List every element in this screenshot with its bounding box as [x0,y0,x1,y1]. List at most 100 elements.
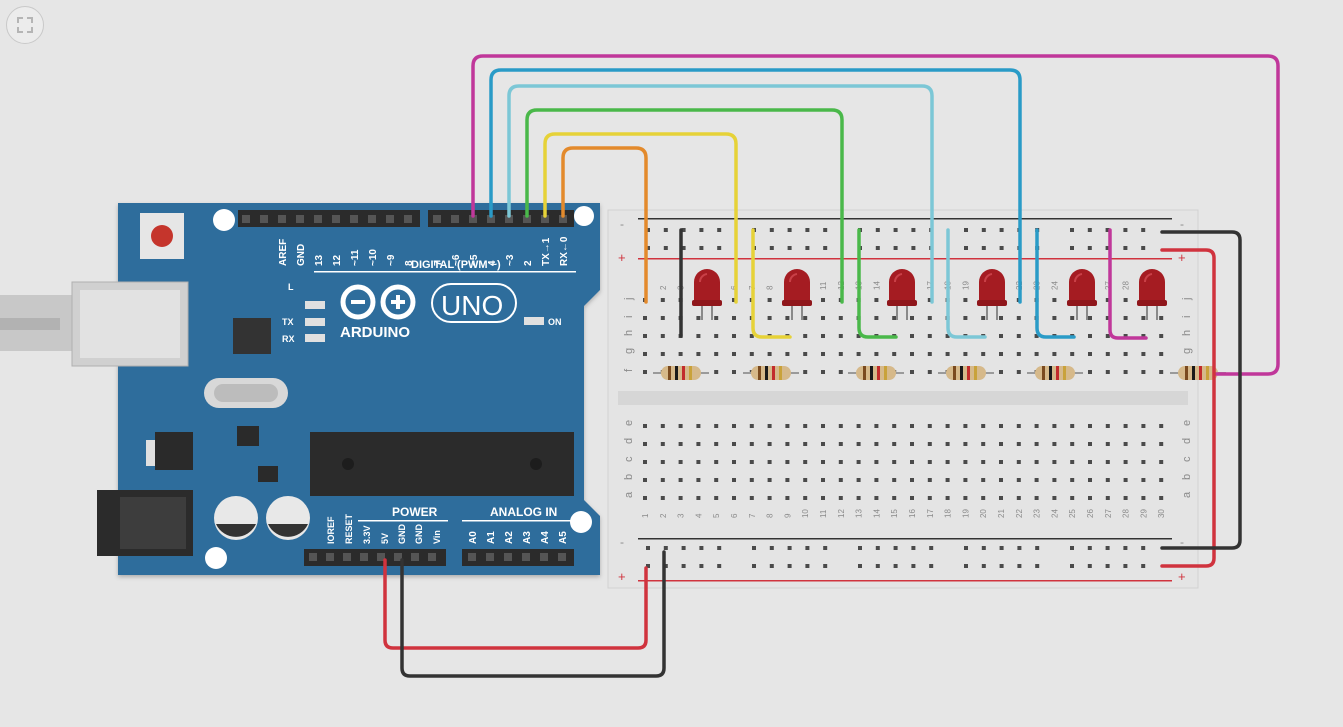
breadboard-hole[interactable] [892,424,897,428]
breadboard-hole[interactable] [1052,298,1057,302]
breadboard-hole[interactable] [927,496,932,500]
breadboard-hole[interactable] [981,352,986,356]
breadboard-hole[interactable] [1159,316,1164,320]
breadboard-hole[interactable] [1123,442,1128,446]
breadboard-hole[interactable] [732,442,736,446]
breadboard-hole[interactable] [945,352,950,356]
wire-pin1-yellow[interactable] [543,132,738,304]
breadboard-hole[interactable] [838,352,843,356]
rail-hole[interactable] [787,246,792,250]
header-pin[interactable] [522,553,530,561]
breadboard-hole[interactable] [1159,370,1164,374]
header-pin[interactable] [350,215,358,223]
rail-hole[interactable] [699,546,704,550]
led-6[interactable] [1137,269,1167,320]
breadboard-hole[interactable] [999,460,1003,464]
breadboard-hole[interactable] [803,496,808,500]
breadboard-hole[interactable] [678,478,683,482]
header-pin[interactable] [487,215,495,223]
breadboard-hole[interactable] [874,496,879,500]
header-pin[interactable] [559,215,567,223]
breadboard-hole[interactable] [892,442,897,446]
breadboard-hole[interactable] [981,316,986,320]
breadboard-hole[interactable] [856,478,861,482]
breadboard-hole[interactable] [803,460,808,464]
rail-hole[interactable] [769,564,774,568]
breadboard-hole[interactable] [821,442,825,446]
breadboard-hole[interactable] [643,442,647,446]
breadboard-hole[interactable] [1159,496,1164,500]
header-pin[interactable] [368,215,376,223]
rail-hole[interactable] [646,228,650,232]
header-pin[interactable] [404,215,412,223]
breadboard-hole[interactable] [1070,496,1075,500]
breadboard-hole[interactable] [1159,352,1164,356]
breadboard-hole[interactable] [660,478,665,482]
breadboard-hole[interactable] [1105,370,1110,374]
breadboard-hole[interactable] [821,496,825,500]
header-pin[interactable] [377,553,385,561]
header-pin[interactable] [505,215,513,223]
breadboard-hole[interactable] [696,316,701,320]
breadboard-hole[interactable] [892,478,897,482]
breadboard-hole[interactable] [767,352,772,356]
breadboard-hole[interactable] [838,370,843,374]
breadboard-hole[interactable] [660,424,665,428]
header-pin[interactable] [411,553,419,561]
breadboard-hole[interactable] [714,496,719,500]
breadboard-hole[interactable] [678,424,683,428]
breadboard-hole[interactable] [963,496,968,500]
breadboard-hole[interactable] [874,424,879,428]
breadboard-hole[interactable] [999,352,1003,356]
breadboard-hole[interactable] [1016,478,1021,482]
breadboard-hole[interactable] [643,424,647,428]
breadboard-hole[interactable] [1141,352,1146,356]
resistor-6[interactable] [1170,366,1226,380]
breadboard-hole[interactable] [696,478,701,482]
breadboard-hole[interactable] [643,460,647,464]
led-1[interactable] [692,269,722,320]
breadboard-hole[interactable] [856,460,861,464]
breadboard-hole[interactable] [910,424,914,428]
rail-hole[interactable] [769,246,774,250]
rail-hole[interactable] [999,546,1004,550]
breadboard-hole[interactable] [767,424,772,428]
breadboard-hole[interactable] [785,352,790,356]
breadboard-hole[interactable] [821,460,825,464]
rail-hole[interactable] [1087,228,1092,232]
rail-hole[interactable] [699,228,704,232]
breadboard-hole[interactable] [963,316,968,320]
rail-hole[interactable] [805,564,810,568]
wire-pin2-green-led[interactable] [857,228,898,339]
rail-hole[interactable] [1035,546,1040,550]
arduino-uno-board[interactable]: L TX RX ON ARDUINO UNO DIGITAL (PWM ~) A… [71,203,600,575]
rail-hole[interactable] [911,546,916,550]
rail-hole[interactable] [787,546,792,550]
breadboard-hole[interactable] [981,460,986,464]
rail-hole[interactable] [875,564,880,568]
breadboard-hole[interactable] [714,334,719,338]
rail-hole[interactable] [929,564,934,568]
rail-hole[interactable] [681,246,686,250]
breadboard-hole[interactable] [1141,424,1146,428]
rail-hole[interactable] [964,246,968,250]
breadboard-hole[interactable] [803,370,808,374]
rail-hole[interactable] [681,546,686,550]
rail-hole[interactable] [1123,564,1128,568]
rail-hole[interactable] [1070,564,1074,568]
rail-hole[interactable] [646,564,650,568]
breadboard-hole[interactable] [660,316,665,320]
breadboard-hole[interactable] [643,334,647,338]
breadboard-hole[interactable] [963,478,968,482]
breadboard-hole[interactable] [660,442,665,446]
breadboard-hole[interactable] [678,496,683,500]
breadboard-hole[interactable] [1052,424,1057,428]
breadboard-hole[interactable] [660,298,665,302]
breadboard-hole[interactable] [821,298,825,302]
breadboard-hole[interactable] [660,352,665,356]
rail-hole[interactable] [999,564,1004,568]
wire-pin5-magenta-led[interactable] [1108,228,1148,340]
rail-hole[interactable] [646,546,650,550]
rail-hole[interactable] [769,546,774,550]
